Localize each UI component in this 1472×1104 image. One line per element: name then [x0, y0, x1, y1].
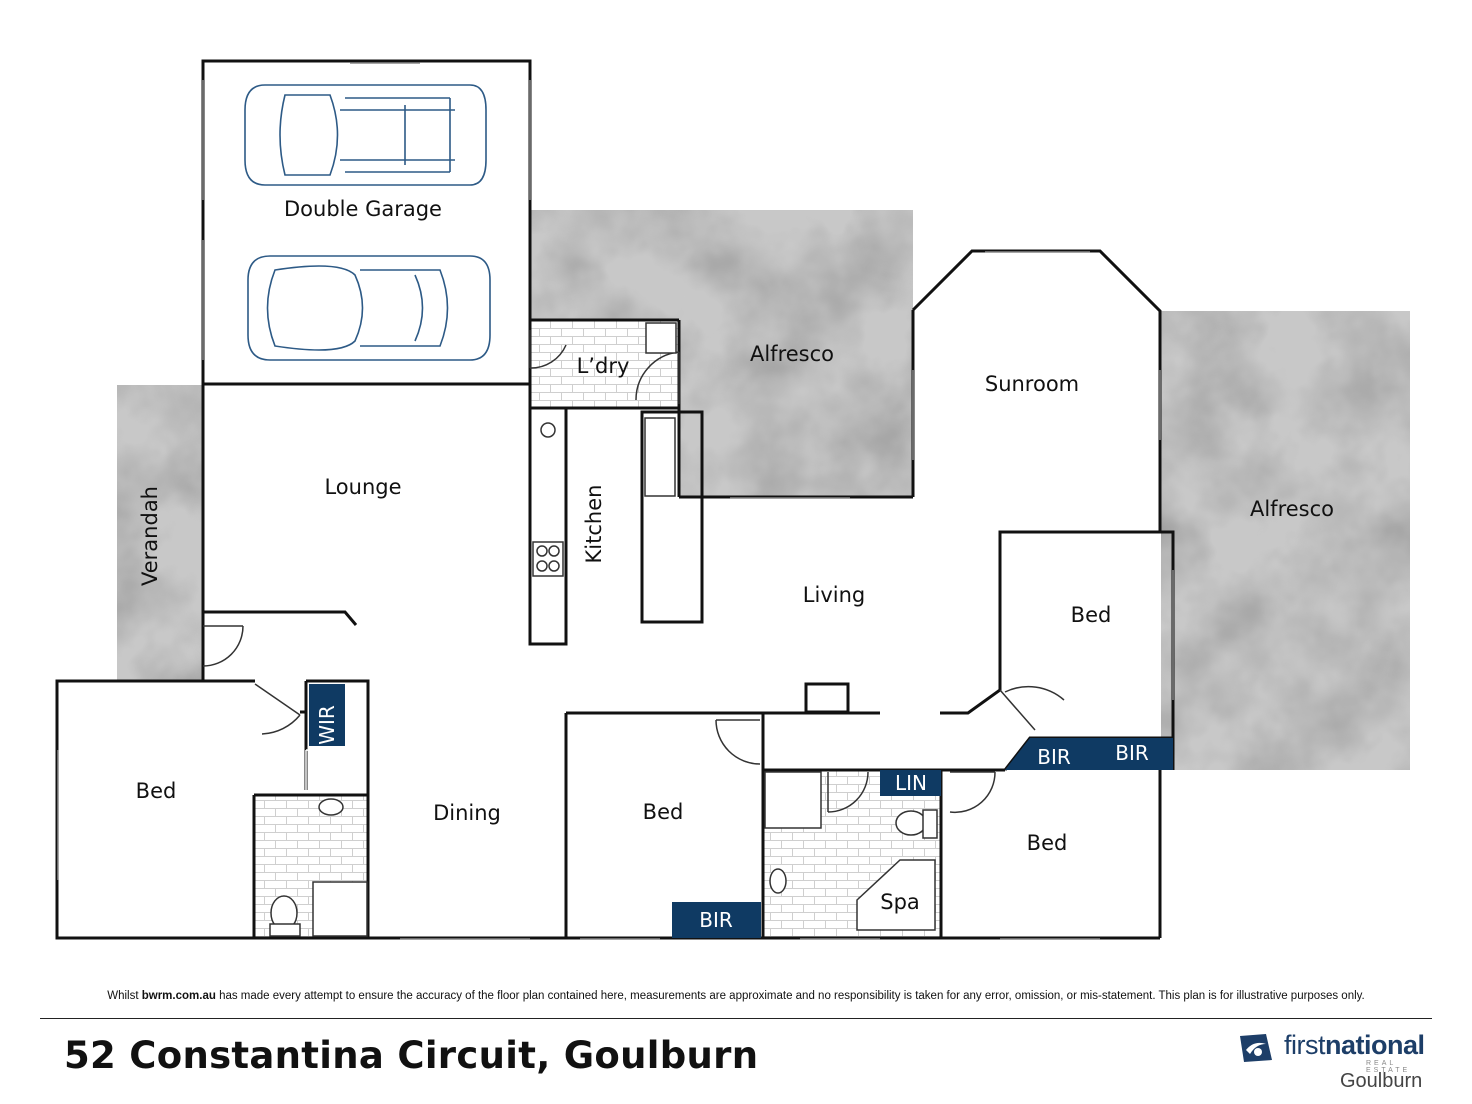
disclaimer-post: has made every attempt to ensure the acc… [215, 990, 1365, 1002]
cooktop [532, 541, 564, 577]
label-bed-left: Bed [136, 779, 177, 803]
label-alfresco-right: Alfresco [1250, 497, 1334, 521]
windows [57, 62, 1174, 940]
garage-cars [244, 84, 491, 361]
disclaimer-pre: Whilst [107, 990, 142, 1002]
brand-name-part1: first [1284, 1030, 1326, 1060]
outdoor-areas [117, 210, 1410, 770]
lin-tag [880, 770, 941, 796]
suv-icon [244, 84, 487, 186]
brand-logo: firstnational REAL ESTATE [1236, 1030, 1436, 1074]
label-living: Living [803, 583, 865, 607]
label-wir: WIR [315, 705, 339, 745]
walls [55, 59, 1175, 940]
label-bir-right-b: BIR [1115, 741, 1149, 765]
label-bed-middle: Bed [643, 800, 684, 824]
fixtures [269, 322, 938, 937]
label-dining: Dining [433, 801, 501, 825]
footer-divider [40, 1018, 1432, 1019]
brand-subtitle: REAL ESTATE [1366, 1060, 1411, 1074]
brand-town: Goulburn [1340, 1070, 1423, 1092]
label-verandah: Verandah [138, 486, 162, 586]
label-bed-right: Bed [1071, 603, 1112, 627]
bir-right-a-tag [1005, 738, 1090, 770]
ensuite-basin [318, 798, 344, 816]
bir-right-b-tag [1090, 738, 1173, 770]
label-bir-middle: BIR [699, 908, 733, 932]
tiled-areas [254, 320, 941, 938]
label-bir-right-a: BIR [1037, 745, 1071, 769]
stove-burner [536, 545, 548, 557]
bathroom-toilet [895, 810, 927, 836]
label-alfresco-top: Alfresco [750, 342, 834, 366]
label-kitchen: Kitchen [582, 485, 606, 564]
bathroom-shower [764, 771, 822, 829]
first-national-logo-icon [1240, 1034, 1272, 1062]
fridge-icon [540, 422, 556, 438]
doors [202, 330, 1065, 814]
sedan-icon [247, 255, 491, 361]
brand-name: firstnational [1284, 1030, 1425, 1061]
storage-tags [309, 684, 1173, 938]
label-double-garage: Double Garage [284, 197, 442, 221]
disclaimer-site: bwrm.com.au [141, 990, 216, 1002]
spa-bath [856, 859, 936, 931]
wir-tag [309, 684, 345, 746]
ensuite-shower [312, 881, 368, 937]
property-address: 52 Constantina Circuit, Goulburn [64, 1034, 759, 1077]
disclaimer-text: Whilst bwrm.com.au has made every attemp… [0, 990, 1472, 1002]
label-spa: Spa [880, 890, 920, 914]
room-labels: Double Garage Alfresco Sunroom L’dry Lou… [136, 197, 1334, 932]
label-bed-bottom-right: Bed [1027, 831, 1068, 855]
brand-name-part2: national [1325, 1030, 1425, 1060]
label-laundry: L’dry [577, 354, 630, 378]
kitchen-sink [644, 417, 676, 497]
label-sunroom: Sunroom [985, 372, 1079, 396]
label-lounge: Lounge [324, 475, 401, 499]
bir-middle-tag [672, 902, 761, 938]
bathroom-basin [769, 868, 787, 894]
label-lin: LIN [895, 771, 927, 795]
laundry-sink [645, 322, 677, 354]
floor-plan: Double Garage Alfresco Sunroom L’dry Lou… [55, 59, 1410, 940]
